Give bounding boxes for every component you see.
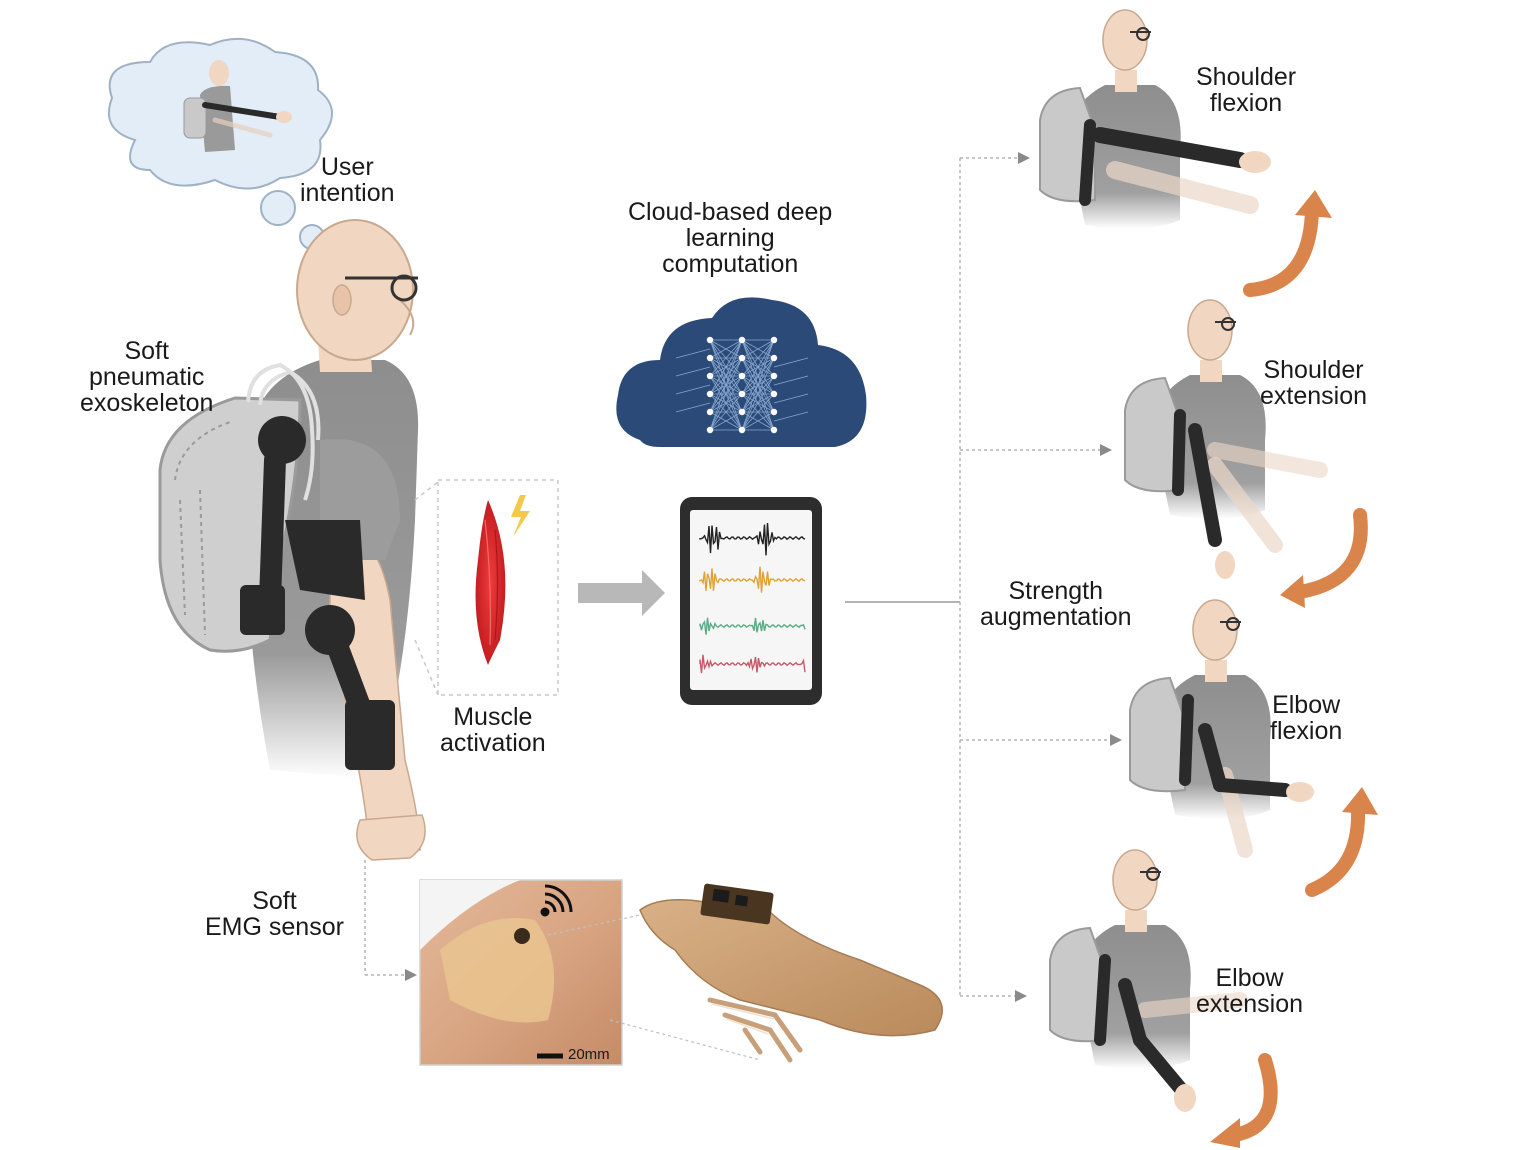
neural-network-cloud — [616, 297, 867, 447]
label-soft-exoskeleton: Soft pneumatic exoskeleton — [80, 337, 214, 417]
figure-shoulder-flexion — [1039, 9, 1332, 297]
sensor-photo — [419, 879, 623, 1066]
muscle-panel — [414, 479, 559, 696]
label-shoulder-flexion: Shoulder flexion — [1196, 63, 1297, 117]
tablet — [680, 497, 822, 705]
label-shoulder-extension: Shoulder extension — [1260, 356, 1368, 410]
emg-signal-trace — [699, 566, 806, 593]
label-muscle-activation: Muscle activation — [440, 703, 546, 757]
figure-shoulder-extension — [1124, 299, 1368, 608]
figure-elbow-flexion — [1129, 599, 1378, 897]
branch-lines — [364, 152, 1122, 1002]
label-strength-augmentation: Strength augmentation — [980, 577, 1132, 631]
flexible-sensor — [639, 883, 943, 1063]
label-cloud-computation: Cloud-based deep learning computation — [628, 198, 833, 278]
flow-arrow — [578, 570, 665, 616]
label-elbow-flexion: Elbow flexion — [1270, 691, 1343, 745]
figure-elbow-extension — [1049, 849, 1278, 1148]
label-elbow-extension: Elbow extension — [1196, 964, 1304, 1018]
emg-signal-trace — [699, 654, 806, 674]
label-user-intention: User intention — [300, 153, 395, 207]
wireless-icon — [540, 884, 573, 917]
scale-bar-label: 20mm — [568, 1046, 610, 1063]
main-figure — [158, 219, 426, 861]
emg-signal-trace — [699, 522, 806, 556]
emg-signal-trace — [699, 617, 806, 635]
thought-cloud — [107, 37, 333, 250]
label-soft-emg-sensor: Soft EMG sensor — [205, 887, 344, 941]
